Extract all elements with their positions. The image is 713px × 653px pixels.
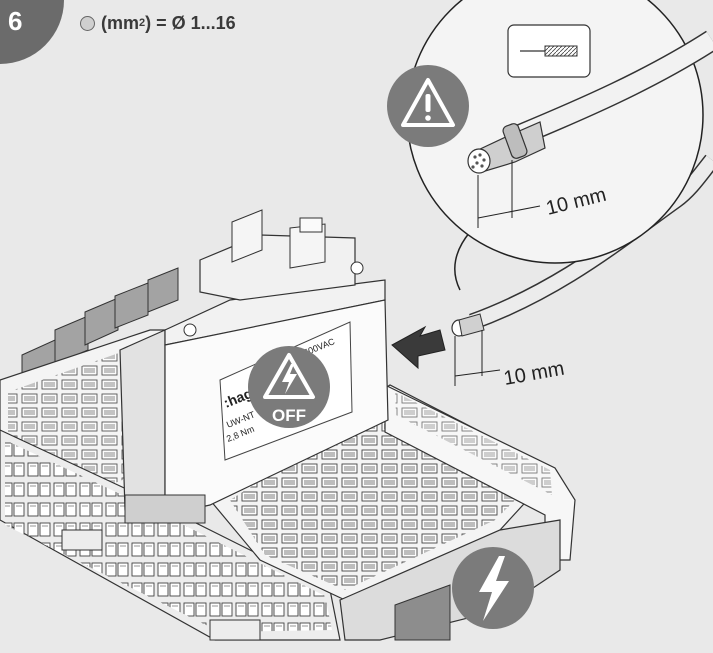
detail-callout: 10 mm [387,0,713,291]
spec-suffix: ) = Ø 1...16 [145,12,236,33]
spec-prefix: (mm [101,12,140,33]
cross-section-icon [80,15,95,31]
off-label: OFF [272,406,306,425]
strip-length-main: 10 mm [502,358,566,390]
insert-arrow-icon [391,325,446,370]
stripped-wire-icon [507,24,591,78]
lightning-icon [452,547,534,629]
step-number: 6 [8,6,23,36]
step-badge: 6 [0,0,64,64]
warning-icon [387,65,469,147]
voltage-off-icon: OFF [248,346,330,428]
